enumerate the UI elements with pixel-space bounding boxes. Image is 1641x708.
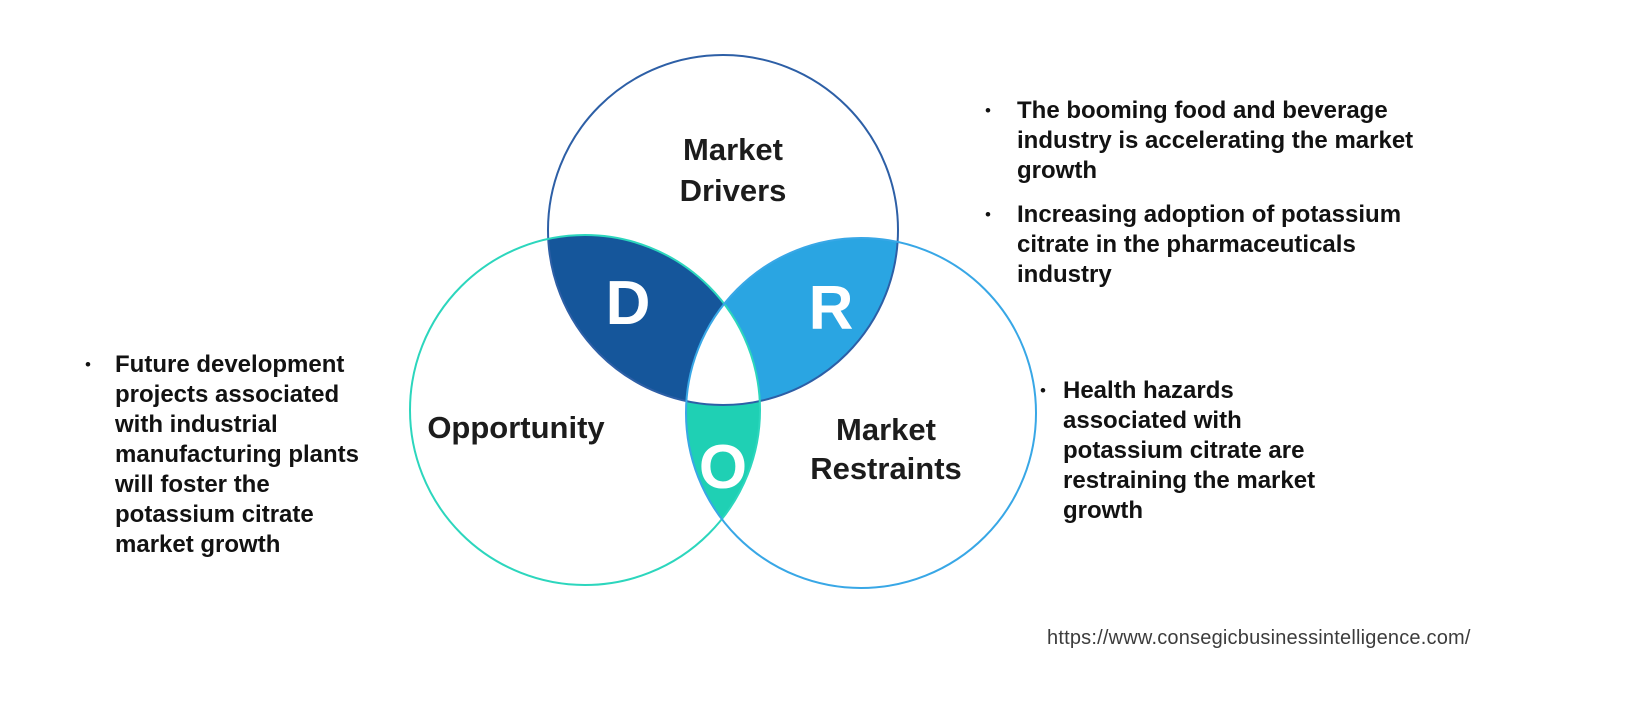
circle-opportunity-outline xyxy=(409,234,761,586)
circle-market-restraints-outline xyxy=(685,237,1037,589)
label-opportunity: Opportunity xyxy=(427,410,605,445)
opportunity-bullet-list: • Future development projects associated… xyxy=(85,350,387,560)
letter-o: O xyxy=(699,433,747,502)
drivers-point-2: Increasing adoption of potassium citrate… xyxy=(1017,201,1402,288)
drivers-point-1: The booming food and beverage industry i… xyxy=(1017,97,1414,184)
label-market-restraints-line2: Restraints xyxy=(810,451,962,486)
bullet-item: • Health hazards associated with potassi… xyxy=(1040,376,1363,526)
bullet-marker: • xyxy=(85,355,91,374)
label-market-drivers-line2: Drivers xyxy=(680,173,787,208)
opportunity-point-1: Future development projects associated w… xyxy=(115,351,360,558)
drivers-bullet-list: • The booming food and beverage industry… xyxy=(985,96,1450,290)
restraints-point-1: Health hazards associated with potassium… xyxy=(1063,377,1316,524)
letter-d: D xyxy=(606,269,651,338)
letter-r: R xyxy=(809,274,854,343)
bullet-marker: • xyxy=(985,101,991,120)
bullet-marker: • xyxy=(985,205,991,224)
restraints-bullet-list: • Health hazards associated with potassi… xyxy=(1040,376,1363,526)
bullet-item: • Future development projects associated… xyxy=(85,350,387,560)
bullet-marker: • xyxy=(1040,381,1046,400)
label-market-drivers-line1: Market xyxy=(683,132,783,167)
lens-drivers-opportunity xyxy=(548,235,760,405)
circle-market-drivers-outline xyxy=(547,54,899,406)
lens-drivers-restraints xyxy=(686,238,898,405)
bullet-item: • Increasing adoption of potassium citra… xyxy=(985,200,1450,290)
source-url: https://www.consegicbusinessintelligence… xyxy=(1047,627,1471,649)
bullet-item: • The booming food and beverage industry… xyxy=(985,96,1450,186)
label-market-restraints-line1: Market xyxy=(836,412,936,447)
